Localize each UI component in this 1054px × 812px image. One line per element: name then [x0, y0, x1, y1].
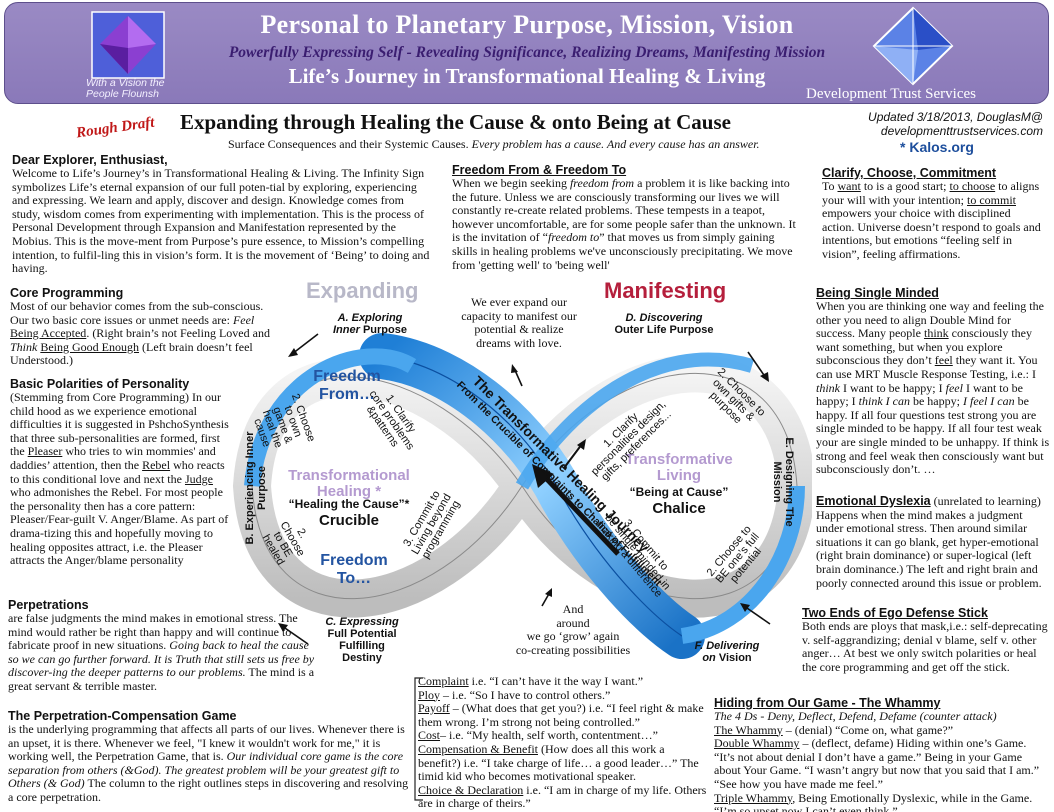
arrow-icon	[747, 351, 769, 382]
step-item: Compensation & Benefit (How does all thi…	[418, 741, 699, 784]
dyslexia-section: Emotional Dyslexia (unrelated to learnin…	[816, 494, 1042, 590]
crucible-label: Crucible	[318, 512, 379, 529]
core-section: Core Programming Most of our behavior co…	[10, 286, 270, 368]
arrow-icon	[288, 333, 319, 357]
whammy-section: Hiding from Our Game - The Whammy The 4 …	[714, 696, 1040, 812]
sub-heading: Surface Consequences and their Systemic …	[228, 137, 760, 151]
transformational-healing-label: Transformational Healing *	[288, 467, 410, 500]
org-name: Development Trust Services	[806, 86, 976, 102]
transformative-living-label: Transformative Living	[625, 451, 733, 484]
step-item: Payoff – (What does that get you?) i.e. …	[418, 701, 704, 729]
arrow-icon	[740, 603, 771, 625]
kalos-link[interactable]: * Kalos.org	[900, 139, 974, 155]
bracket-line	[414, 677, 423, 801]
step-item: Ploy – i.e. “So I have to control others…	[418, 687, 611, 702]
clarify-section: Clarify, Choose, Commitment To want to i…	[822, 166, 1041, 261]
header-banner	[4, 2, 1049, 104]
step-item: Complaint i.e. “I can’t have it the way …	[418, 674, 644, 688]
manifesting-label: Manifesting	[604, 278, 727, 303]
dear-section: Dear Explorer, Enthusiast, Welcome to Li…	[12, 153, 430, 276]
healing-cause-label: “Healing the Cause”*	[288, 497, 410, 511]
label-e: E. Designing The Mission	[771, 437, 795, 527]
main-heading: Expanding through Healing the Cause & on…	[180, 110, 731, 134]
arrow-icon	[541, 588, 552, 607]
rough-draft-label: Rough Draft	[75, 114, 156, 142]
freedom-section: Freedom From & Freedom To When we begin …	[452, 163, 796, 272]
tagline: With a Vision the People Flounsh	[86, 77, 165, 100]
chalice-label: Chalice	[652, 500, 706, 517]
infinity-diagram	[232, 333, 812, 659]
perpetrations-section: Perpetrations are false judgments the mi…	[8, 598, 315, 693]
step-item: Cost– i.e. “My health, self worth, conte…	[418, 728, 658, 743]
arrow-icon	[511, 364, 523, 387]
steps-list: Complaint i.e. “I can’t have it the way …	[418, 674, 710, 811]
arrow-icon	[563, 439, 586, 469]
update-note: Updated 3/18/2013, DouglasM@developmentt…	[868, 110, 1043, 138]
arrow-icon	[278, 623, 309, 645]
being-at-cause-label: “Being at Cause”	[629, 485, 729, 499]
freedom-from-label: Freedom From…	[313, 368, 381, 403]
expanding-label: Expanding	[306, 278, 419, 303]
crystal-cube-icon	[91, 11, 165, 79]
banner-line3: Life’s Journey in Transformational Heali…	[288, 64, 766, 88]
polarities-section: Basic Polarities of Personality (Stemmin…	[10, 377, 229, 568]
ego-section: Two Ends of Ego Defense Stick Both ends …	[802, 606, 1048, 674]
freedom-to-label: Freedom To…	[320, 552, 388, 587]
capacity-note: We ever expand our capacity to manifest …	[461, 295, 577, 350]
step-item: Choice & Declaration i.e. “I am in charg…	[418, 782, 707, 811]
perp-game-section: The Perpetration-Compensation Game is th…	[8, 709, 409, 804]
banner-title: Personal to Planetary Purpose, Mission, …	[260, 10, 794, 39]
banner-subtitle: Powerfully Expressing Self - Revealing S…	[228, 44, 826, 61]
octahedron-icon	[872, 6, 954, 86]
single-minded-section: Being Single Minded When you are thinkin…	[816, 286, 1050, 477]
